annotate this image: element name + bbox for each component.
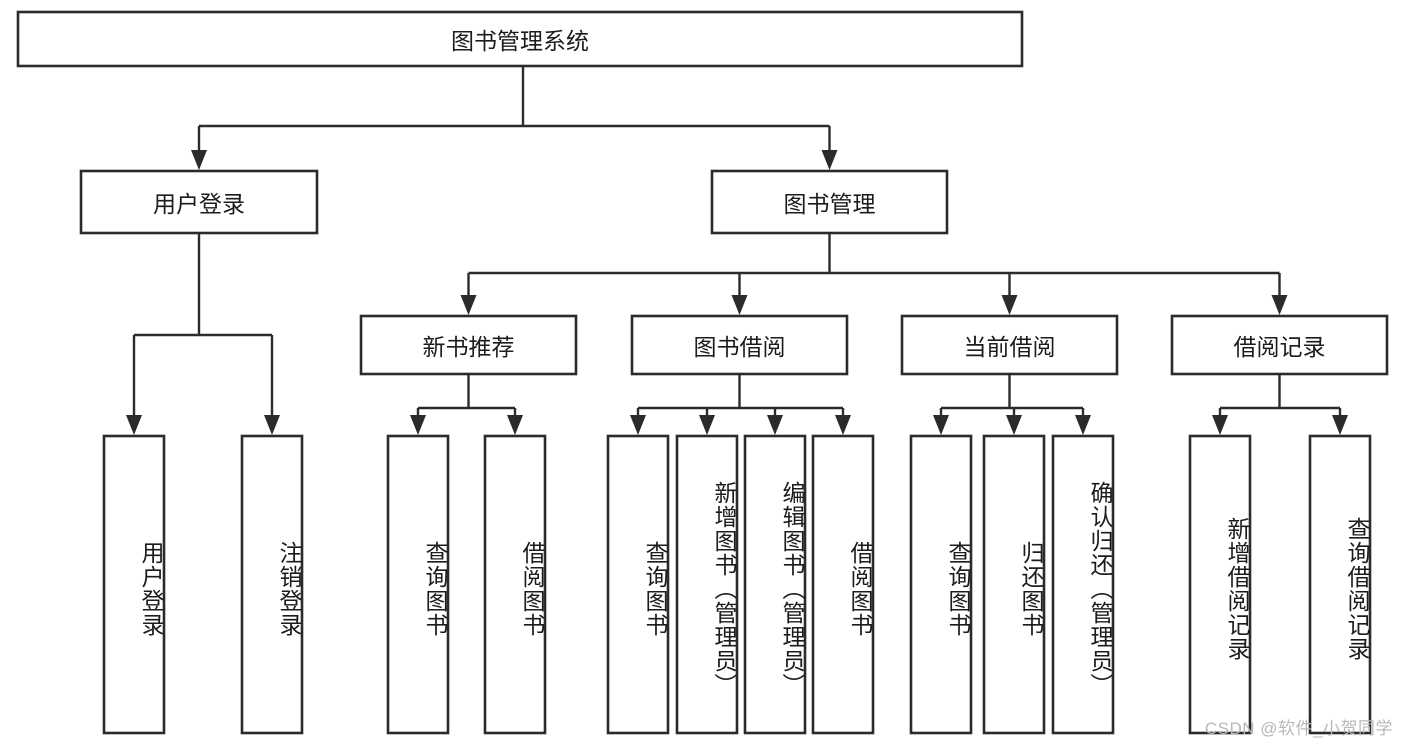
node-level3-当前借阅[interactable] bbox=[900, 314, 1119, 376]
arrow-head-icon bbox=[630, 415, 646, 435]
arrow-head-icon bbox=[699, 415, 715, 435]
node-leaf-用户登录[interactable] bbox=[102, 434, 166, 735]
node-leaf-编辑图书（管理员）[interactable] bbox=[743, 434, 807, 735]
arrow-head-icon bbox=[1332, 415, 1348, 435]
node-leaf-借阅图书[interactable] bbox=[811, 434, 875, 735]
arrow-head-icon bbox=[1001, 295, 1018, 315]
arrow-head-icon bbox=[126, 415, 142, 435]
arrow-head-icon bbox=[767, 415, 783, 435]
arrow-head-icon bbox=[1006, 415, 1022, 435]
node-leaf-新增借阅记录[interactable] bbox=[1188, 434, 1252, 735]
arrow-head-icon bbox=[835, 415, 851, 435]
arrow-head-icon bbox=[1212, 415, 1228, 435]
node-level2-用户登录[interactable] bbox=[79, 169, 319, 235]
arrow-head-icon bbox=[460, 295, 477, 315]
nodes-layer bbox=[16, 10, 1389, 735]
arrow-head-icon bbox=[264, 415, 280, 435]
node-level2-图书管理[interactable] bbox=[710, 169, 949, 235]
node-leaf-查询图书[interactable] bbox=[606, 434, 670, 735]
node-level3-图书借阅[interactable] bbox=[630, 314, 849, 376]
arrow-head-icon bbox=[191, 150, 207, 170]
node-level3-借阅记录[interactable] bbox=[1170, 314, 1389, 376]
arrow-head-icon bbox=[731, 295, 748, 315]
node-level3-新书推荐[interactable] bbox=[359, 314, 578, 376]
arrow-head-icon bbox=[821, 150, 838, 170]
arrow-head-icon bbox=[1075, 415, 1091, 435]
connectors-layer bbox=[126, 66, 1348, 435]
node-leaf-确认归还（管理员）[interactable] bbox=[1051, 434, 1115, 735]
arrow-head-icon bbox=[410, 415, 426, 435]
node-root-图书管理系统[interactable] bbox=[16, 10, 1024, 68]
node-leaf-查询图书[interactable] bbox=[909, 434, 973, 735]
node-leaf-新增图书（管理员）[interactable] bbox=[675, 434, 739, 735]
node-leaf-归还图书[interactable] bbox=[982, 434, 1046, 735]
node-leaf-查询借阅记录[interactable] bbox=[1308, 434, 1372, 735]
arrow-head-icon bbox=[507, 415, 523, 435]
node-leaf-查询图书[interactable] bbox=[386, 434, 450, 735]
arrow-head-icon bbox=[1271, 295, 1288, 315]
node-leaf-借阅图书[interactable] bbox=[483, 434, 547, 735]
node-leaf-注销登录[interactable] bbox=[240, 434, 304, 735]
watermark-text: CSDN @软件_小贺同学 bbox=[1204, 719, 1393, 738]
arrow-head-icon bbox=[933, 415, 949, 435]
